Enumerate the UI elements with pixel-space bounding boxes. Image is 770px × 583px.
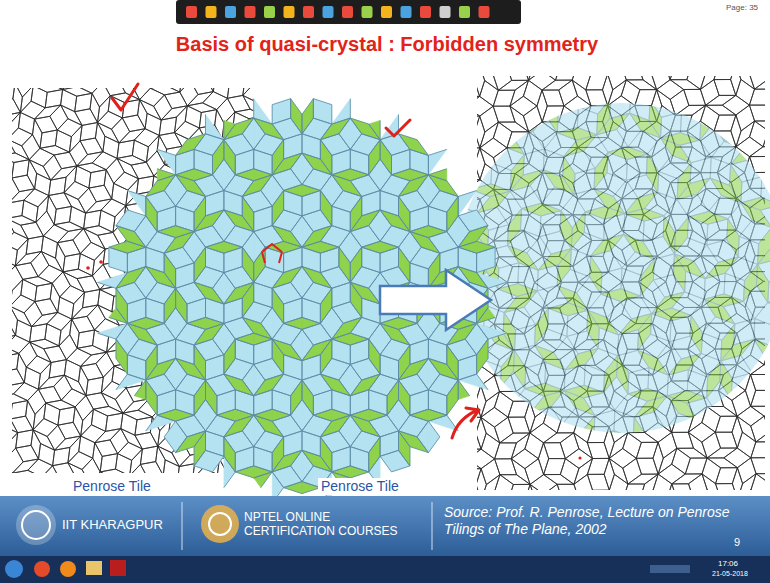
iit-logo (22, 511, 50, 539)
iit-logo (16, 505, 56, 545)
toolbar-icon (264, 6, 275, 18)
toolbar-icon (303, 6, 314, 18)
page-number: Page: 35 (726, 3, 768, 13)
start-icon (5, 560, 23, 578)
red-arrow-mark (452, 408, 479, 438)
separator (182, 502, 183, 550)
toolbar-icon (479, 6, 490, 18)
course-name: NPTEL ONLINE CERTIFICATION COURSES (244, 510, 424, 539)
toolbar-icon (459, 6, 470, 18)
red-dot (578, 456, 581, 459)
toolbar-icon (245, 6, 256, 18)
check-mark (386, 120, 410, 136)
separator (432, 502, 433, 550)
slide-number: 9 (734, 536, 754, 549)
clock-time: 17:06 (718, 559, 766, 569)
toolbar-icon (381, 6, 392, 18)
tile-edges (98, 99, 507, 504)
toolbar-icon (342, 6, 353, 18)
toolbar-icon (225, 6, 236, 18)
red-marks (262, 244, 282, 263)
taskbar-icon (34, 561, 50, 577)
red-dot (86, 266, 90, 270)
penrose-rhomb-tiling (98, 99, 507, 504)
toolbar-icon (323, 6, 334, 18)
annotation-toolbar (176, 0, 521, 24)
tile-edges (477, 76, 765, 490)
image-label: Penrose Tile (70, 478, 154, 495)
nptel-logo (201, 505, 239, 543)
nptel-logo (209, 513, 231, 535)
toolbar-icon (362, 6, 373, 18)
toolbar-icon (440, 6, 451, 18)
institute-name: IIT KHARAGPUR (62, 517, 180, 533)
red-dot (99, 260, 103, 264)
toolbar-icon (420, 6, 431, 18)
toolbar-icon (206, 6, 217, 18)
source-caption: Source: Prof. R. Penrose, Lecture on Pen… (444, 504, 764, 538)
taskbar-icon (110, 560, 126, 576)
check-mark (112, 84, 138, 110)
toolbar-icons (186, 6, 490, 18)
thick-rhombs (98, 99, 507, 504)
toolbar-icon (186, 6, 197, 18)
taskbar-icon (60, 561, 76, 577)
toolbar-icon (284, 6, 295, 18)
slide-title: Basis of quasi-crystal : Forbidden symme… (2, 32, 770, 56)
taskbar (0, 556, 770, 583)
clock-date: 21-05-2018 (712, 570, 768, 578)
tray-icons (650, 565, 690, 573)
toolbar-icon (401, 6, 412, 18)
image-label: Penrose Tile (318, 478, 402, 495)
taskbar-icon (86, 561, 102, 575)
block-arrow (380, 270, 491, 330)
footer-band (0, 496, 770, 556)
penrose-line-tiling (477, 76, 765, 490)
